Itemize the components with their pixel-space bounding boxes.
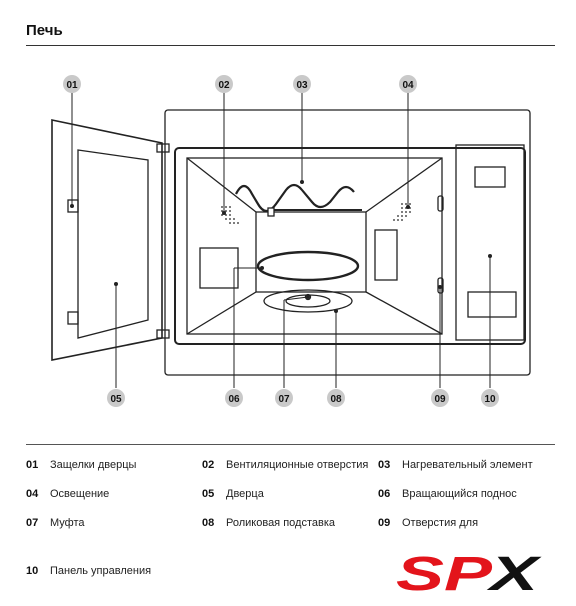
callout-04 bbox=[399, 75, 417, 93]
turntable bbox=[256, 250, 360, 282]
title-divider bbox=[26, 45, 555, 46]
vent-right bbox=[393, 203, 411, 221]
callout-03 bbox=[293, 75, 311, 93]
callout-02 bbox=[215, 75, 233, 93]
callout-label-04: 04 bbox=[402, 80, 414, 91]
callout-label-05: 05 bbox=[110, 394, 122, 405]
callout-label-03: 03 bbox=[296, 80, 308, 91]
callout-05 bbox=[107, 389, 125, 407]
microwave-diagram: 01 02 03 04 05 06 07 08 09 10 bbox=[51, 75, 531, 407]
heating-element bbox=[235, 183, 355, 213]
oven-body bbox=[164, 109, 531, 376]
brand-logo: SP X bbox=[396, 548, 543, 596]
svg-text:SP: SP bbox=[396, 548, 493, 596]
roller-ring bbox=[263, 289, 353, 313]
control-window bbox=[467, 291, 517, 318]
callout-label-01: 01 bbox=[66, 80, 78, 91]
vent-left bbox=[221, 206, 239, 224]
callout-06 bbox=[225, 389, 243, 407]
callout-label-07: 07 bbox=[278, 394, 290, 405]
callout-10 bbox=[481, 389, 499, 407]
oven-cavity bbox=[186, 157, 443, 335]
svg-text:X: X bbox=[486, 548, 543, 596]
callout-label-10: 10 bbox=[484, 394, 496, 405]
callouts bbox=[63, 75, 499, 407]
callout-09 bbox=[431, 389, 449, 407]
callout-label-06: 06 bbox=[228, 394, 240, 405]
callout-07 bbox=[275, 389, 293, 407]
oven-inner-frame bbox=[174, 147, 526, 345]
callout-01 bbox=[63, 75, 81, 93]
callout-label-09: 09 bbox=[434, 394, 446, 405]
legend-divider bbox=[26, 444, 555, 445]
callout-label-02: 02 bbox=[218, 80, 230, 91]
control-display bbox=[474, 166, 506, 188]
callout-08 bbox=[327, 389, 345, 407]
page-title: Печь bbox=[26, 22, 63, 39]
callout-label-08: 08 bbox=[330, 394, 342, 405]
